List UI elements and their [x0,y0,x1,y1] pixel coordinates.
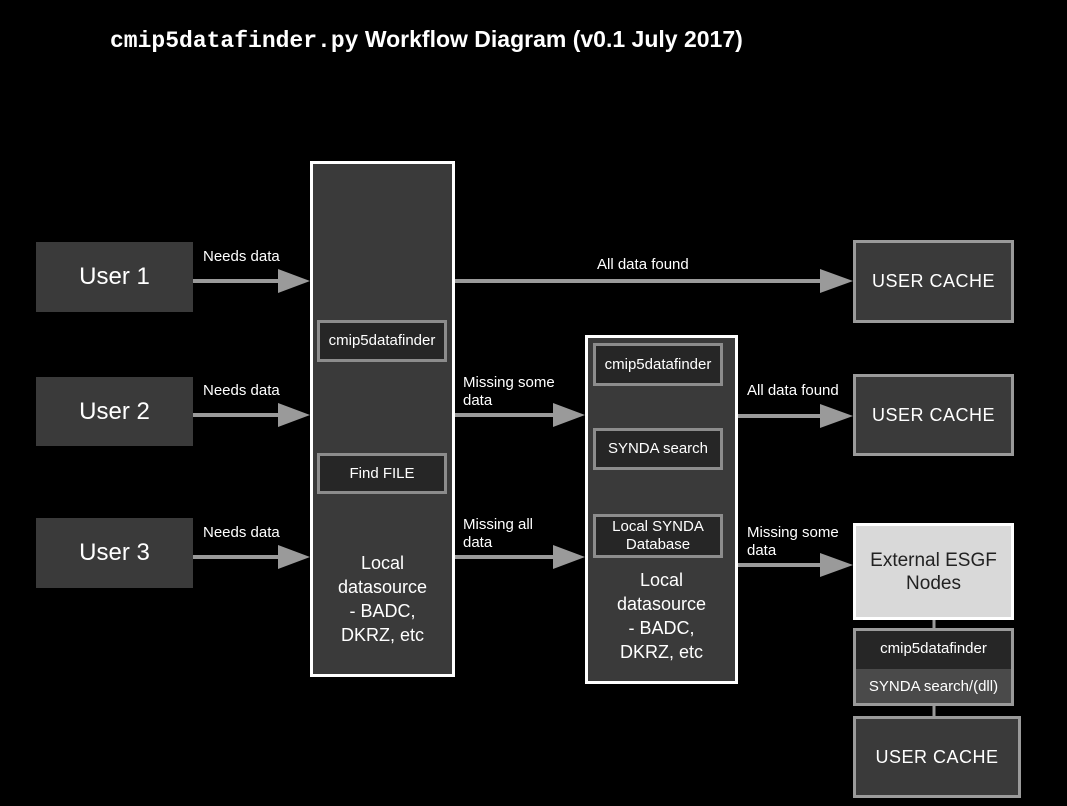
mid-ds-line-1: Local [639,570,684,590]
esgf-line-2: Nodes [906,572,961,594]
mid-ds-line-4: DKRZ, etc [619,642,703,662]
missing-all-line-1: Missing all [463,516,534,533]
esgf-finder-label: cmip5datafinder [880,640,987,657]
user-2-box: User 2 [36,377,193,446]
user-2-label: User 2 [79,397,150,425]
left-ds-line-2: datasource [337,577,428,597]
missing-some-line-1: Missing some [463,374,555,391]
mid-ds-line-3: - BADC, [628,618,695,638]
needs-data-label-2: Needs data [203,382,280,399]
synda-db-line-1: Local SYNDA [612,518,704,535]
left-ds-line-3: - BADC, [349,601,416,621]
missing-some-2-line-2: data [747,542,777,559]
left-finder-label: cmip5datafinder [328,332,436,349]
user-cache-2-label: USER CACHE [871,404,996,425]
arrowhead-all-found-1 [820,269,853,293]
user-1-label: User 1 [79,263,150,290]
missing-some-label: Missing some data [463,374,555,410]
arrowhead-user2 [278,403,310,427]
esgf-synda-box: SYNDA search/(dll) [856,669,1011,703]
find-file-chip: Find FILE [317,453,447,494]
arrowhead-missing-some-2 [820,553,853,577]
user-1-box: User 1 [36,242,193,312]
synda-db-line-2: Database [625,536,691,553]
synda-search-chip: SYNDA search [593,428,723,470]
title-code: cmip5datafinder.py [110,28,359,54]
external-esgf-nodes: External ESGF Nodes [853,523,1014,620]
user-cache-1-label: USER CACHE [871,271,996,291]
mid-datasource-panel [585,335,738,684]
arrowhead-all-found-2 [820,404,853,428]
title-text: Workflow Diagram (v0.1 July 2017) [364,26,743,52]
missing-all-label: Missing all data [463,516,533,552]
mid-datasource-text: Local datasource - BADC, DKRZ, etc [588,568,735,664]
arrowhead-user1 [278,269,310,293]
arrowhead-user3 [278,545,310,569]
user-3-label: User 3 [79,539,150,566]
mid-finder-label: cmip5datafinder [604,355,712,373]
esgf-finder-box: cmip5datafinder [856,631,1011,666]
user-cache-3: USER CACHE [853,716,1021,798]
left-ds-line-1: Local [360,553,405,573]
user-cache-2: USER CACHE [853,374,1014,456]
synda-db-chip: Local SYNDA Database [593,514,723,558]
needs-data-label-1: Needs data [203,248,280,265]
left-ds-line-4: DKRZ, etc [340,625,424,645]
user-cache-1: USER CACHE [853,240,1014,323]
mid-ds-line-2: datasource [616,594,707,614]
esgf-synda-label: SYNDA search/(dll) [868,677,999,695]
missing-some-line-2: data [463,392,493,409]
missing-some-label-2: Missing some data [747,524,839,560]
missing-some-2-line-1: Missing some [747,524,839,541]
synda-search-label: SYNDA search [607,440,709,457]
user-cache-3-label: USER CACHE [875,746,999,767]
all-data-found-label-1: All data found [597,256,689,273]
all-data-found-label-2: All data found [747,382,839,399]
needs-data-label-3: Needs data [203,524,280,541]
mid-finder-chip: cmip5datafinder [593,343,723,386]
left-datasource-panel [310,161,455,677]
find-file-label: Find FILE [349,464,415,482]
missing-all-line-2: data [463,534,493,551]
arrowhead-missing-all [553,545,585,569]
esgf-line-1: External ESGF [870,549,997,571]
arrowhead-missing-some [553,403,585,427]
left-finder-chip: cmip5datafinder [317,320,447,362]
left-datasource-text: Local datasource - BADC, DKRZ, etc [313,551,452,647]
diagram-title: cmip5datafinder.py Workflow Diagram (v0.… [110,26,743,54]
user-3-box: User 3 [36,518,193,588]
